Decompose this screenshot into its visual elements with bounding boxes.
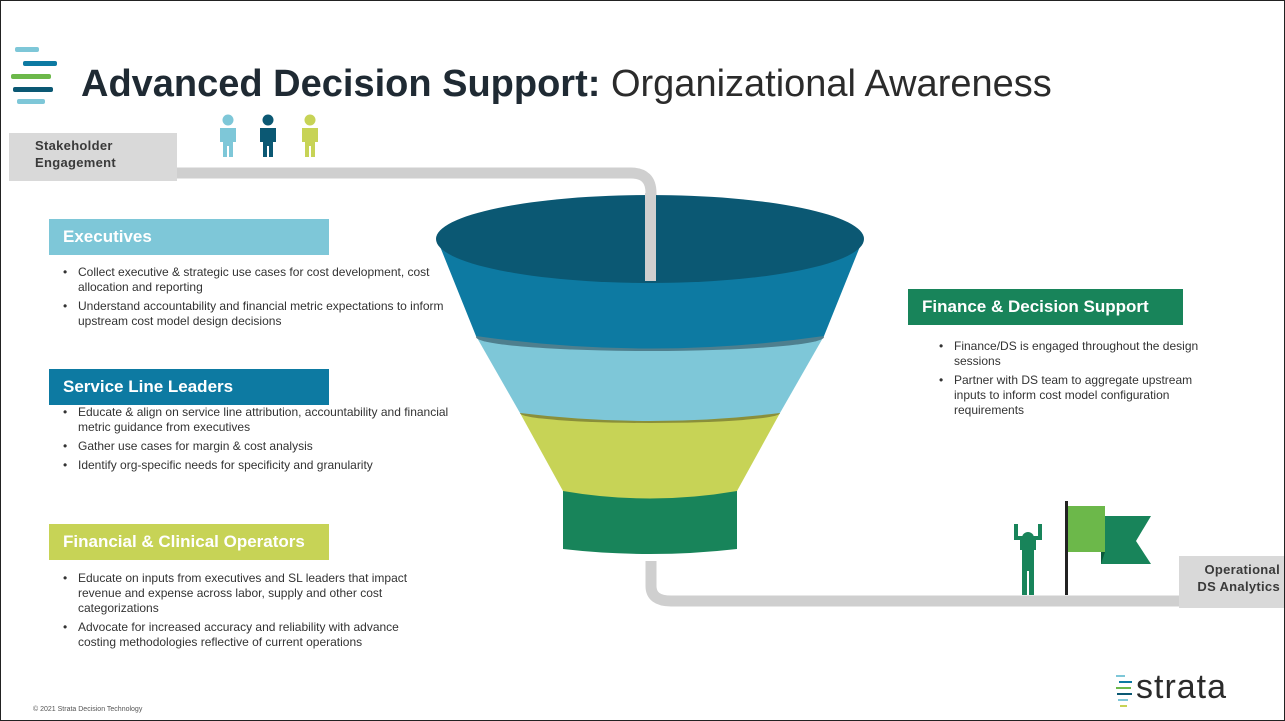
copyright-footer: © 2021 Strata Decision Technology <box>33 706 143 713</box>
person-icon <box>260 114 276 157</box>
executives-bullets: Collect executive & strategic use cases … <box>60 265 463 333</box>
funnel <box>436 193 864 554</box>
service-line-leaders-bullets: Educate & align on service line attribut… <box>60 405 458 477</box>
page-title: Advanced Decision Support: Organizationa… <box>81 63 1052 106</box>
operational-analytics-tag: Operational DS Analytics <box>1179 556 1284 608</box>
list-item: Collect executive & strategic use cases … <box>63 265 463 295</box>
strata-logo-text: strata <box>1136 668 1228 706</box>
stakeholder-tag-line-2: Engagement <box>35 155 117 170</box>
header-lines-icon <box>11 47 57 104</box>
finance-decision-support-bullets: Finance/DS is engaged throughout the des… <box>936 339 1204 422</box>
flag-icon <box>1065 501 1151 595</box>
list-item: Educate on inputs from executives and SL… <box>63 571 438 616</box>
person-icon <box>302 114 318 157</box>
operational-tag-line-1: Operational <box>1204 562 1280 577</box>
list-item: Understand accountability and financial … <box>63 299 463 329</box>
title-rest: Organizational Awareness <box>600 63 1052 105</box>
list-item: Educate & align on service line attribut… <box>63 405 458 435</box>
stakeholder-engagement-tag: Stakeholder Engagement <box>9 133 177 181</box>
list-item: Gather use cases for margin & cost analy… <box>63 439 458 454</box>
finance-decision-support-heading: Finance & Decision Support <box>908 289 1183 325</box>
executives-heading: Executives <box>49 219 329 255</box>
list-item: Finance/DS is engaged throughout the des… <box>939 339 1204 369</box>
stakeholder-tag-line-1: Stakeholder <box>35 138 113 153</box>
financial-clinical-operators-bullets: Educate on inputs from executives and SL… <box>60 571 438 654</box>
service-line-leaders-heading: Service Line Leaders <box>49 369 329 405</box>
operational-tag-line-2: DS Analytics <box>1197 579 1280 594</box>
list-item: Identify org-specific needs for specific… <box>63 458 458 473</box>
person-icon <box>220 114 236 157</box>
celebrating-person-icon <box>1014 524 1042 595</box>
financial-clinical-operators-heading: Financial & Clinical Operators <box>49 524 329 560</box>
stakeholder-pipe <box>177 167 657 286</box>
operational-pipe <box>645 561 1181 607</box>
list-item: Advocate for increased accuracy and reli… <box>63 620 438 650</box>
title-bold: Advanced Decision Support: <box>81 63 601 105</box>
strata-logo-icon <box>1116 675 1132 707</box>
list-item: Partner with DS team to aggregate upstre… <box>939 373 1204 418</box>
